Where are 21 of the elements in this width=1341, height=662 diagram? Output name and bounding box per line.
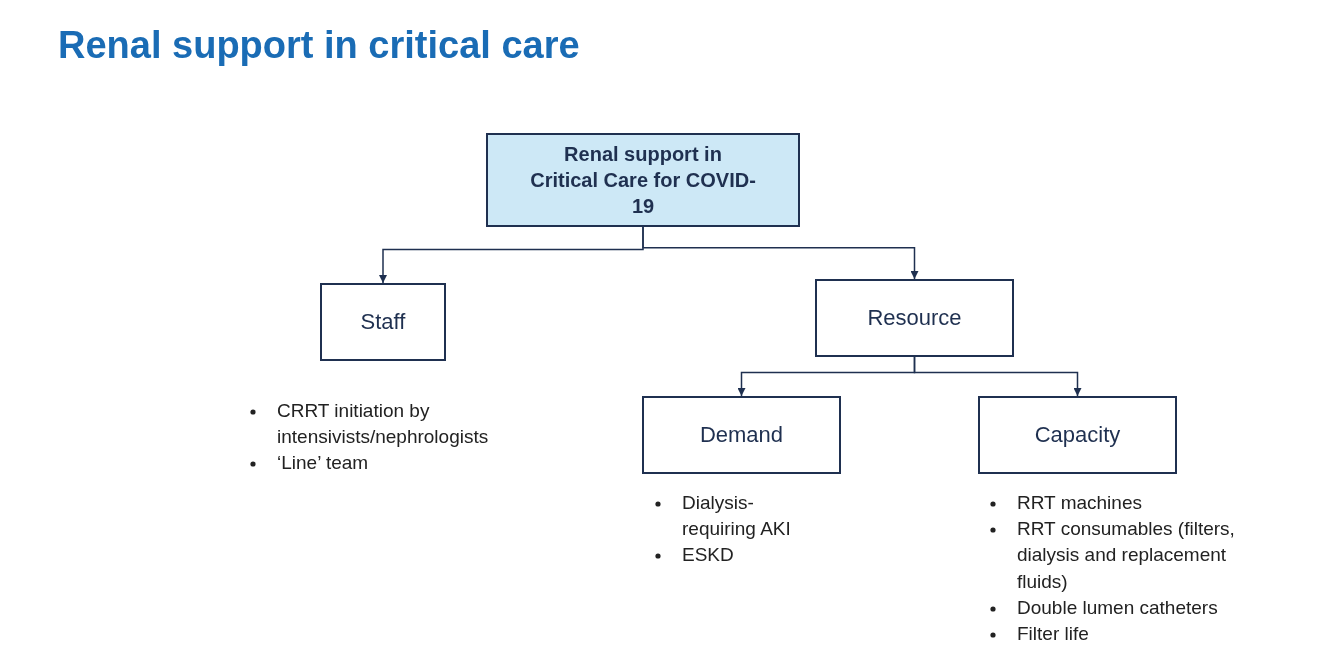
- bullet-item: ESKD: [682, 544, 734, 566]
- category-box: [978, 396, 1177, 474]
- bullet-item: RRT consumables (filters, dialysis and replacement fluids): [1017, 518, 1235, 592]
- bullet-item: Dialysis-requiring AKI: [682, 492, 791, 540]
- bullet-item: Filter life: [1017, 623, 1089, 645]
- bullet-item: RRT machines: [1017, 492, 1142, 513]
- category-box: [642, 396, 841, 474]
- box-label: Renal support in Critical Care for COVID-19: [529, 142, 757, 219]
- box-label: Capacity: [1034, 422, 1121, 448]
- category-box: [815, 279, 1014, 357]
- root-box: [486, 133, 800, 227]
- bullet-item: ‘Line’ team: [277, 452, 369, 474]
- box-label: Demand: [699, 422, 784, 448]
- box-label: Resource: [867, 305, 962, 331]
- slide-title: Renal support in critical care: [58, 24, 580, 67]
- connector-arrow: [642, 226, 919, 280]
- category-box: [320, 283, 446, 361]
- connector-arrow: [913, 356, 1082, 397]
- box-label: Staff: [360, 309, 406, 335]
- bullet-item: Double lumen catheters: [1017, 596, 1218, 618]
- bullet-item: CRRT initiation by intensivists/nephrologists: [277, 400, 489, 448]
